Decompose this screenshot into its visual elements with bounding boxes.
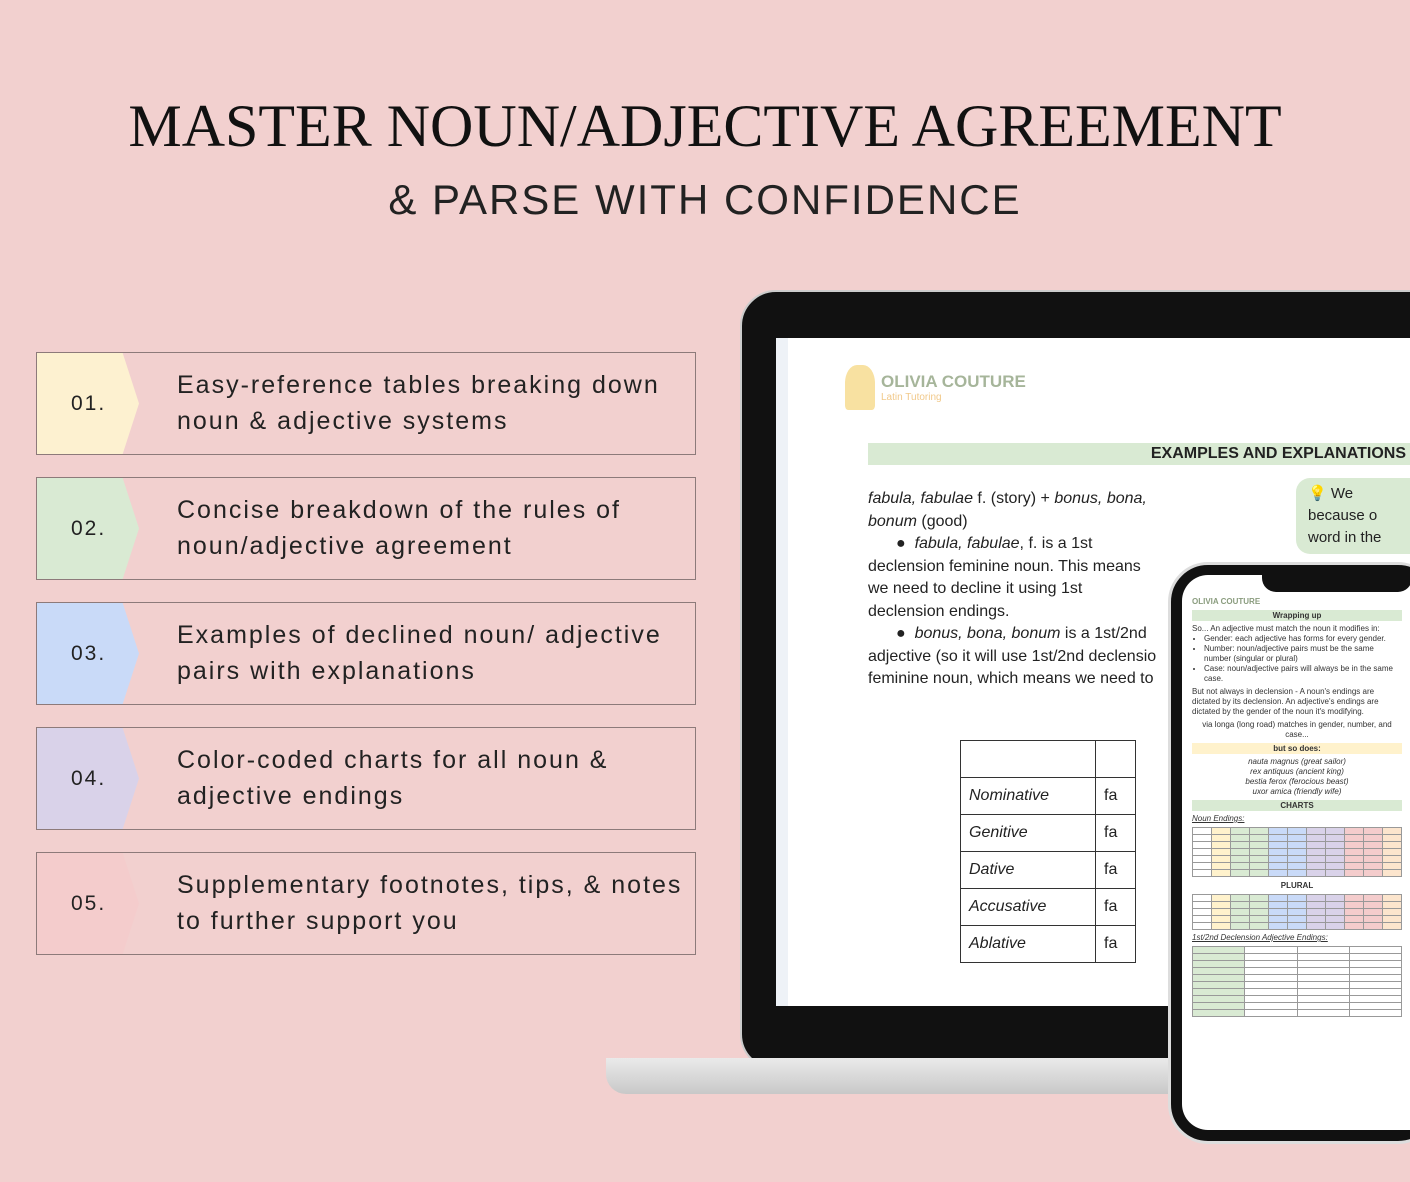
plural-table <box>1192 894 1402 930</box>
table-row <box>1191 1002 1403 1010</box>
adj-endings-table <box>1191 946 1403 1017</box>
plural-label: PLURAL <box>1280 881 1314 890</box>
case-form: fa <box>1095 777 1136 815</box>
table-row <box>1192 915 1402 923</box>
feature-card: 04. Color-coded charts for all noun & adj… <box>36 727 696 830</box>
doc-body: fabula, fabulae f. (story) + bonus, bona… <box>868 490 1157 687</box>
table-row <box>1192 834 1402 842</box>
table-row <box>1191 995 1403 1003</box>
feature-text: Supplementary footnotes, tips, & notes t… <box>177 871 683 935</box>
example-pair: uxor amica (friendly wife) <box>1252 787 1342 796</box>
logo-name: OLIVIA COUTURE <box>881 372 1026 391</box>
case-name: Accusative <box>960 888 1096 926</box>
case-form: fa <box>1095 888 1136 926</box>
phone-logo: OLIVIA COUTURE <box>1192 597 1261 606</box>
feature-text: Easy-reference tables breaking down noun… <box>177 371 660 435</box>
case-name: Genitive <box>960 814 1096 852</box>
table-row <box>1192 862 1402 870</box>
table-row <box>1192 922 1402 930</box>
section-header: EXAMPLES AND EXPLANATIONS <box>868 443 1410 465</box>
charts-header: CHARTS <box>1192 800 1402 811</box>
adj-endings-label: 1st/2nd Declension Adjective Endings: <box>1192 933 1328 942</box>
case-name: Dative <box>960 851 1096 889</box>
table-row <box>1191 988 1403 996</box>
case-form: fa <box>1095 925 1136 963</box>
table-row <box>1192 901 1402 909</box>
phone-screen: OLIVIA COUTURE Wrapping up So... An adje… <box>1182 575 1410 1130</box>
case-form: fa <box>1095 814 1136 852</box>
noun-endings-label: Noun Endings: <box>1192 814 1245 823</box>
noun-entry: fabula, fabulae <box>868 490 973 507</box>
example-pair: nauta magnus (great sailor) <box>1248 757 1346 766</box>
declension-note: But not always in declension - A noun's … <box>1192 687 1379 716</box>
rule-item: Number: noun/adjective pairs must be the… <box>1204 644 1402 664</box>
rule-item: Gender: each adjective has forms for eve… <box>1204 634 1402 644</box>
table-row <box>1192 869 1402 877</box>
rule-item: Case: noun/adjective pairs will always b… <box>1204 664 1402 684</box>
case-form: fa <box>1095 851 1136 889</box>
wrapping-up-header: Wrapping up <box>1192 610 1402 621</box>
table-row <box>1192 848 1402 856</box>
table-row <box>1192 841 1402 849</box>
table-row <box>1191 981 1403 989</box>
table-row <box>1191 1009 1403 1017</box>
page-title: MASTER NOUN/ADJECTIVE AGREEMENT <box>128 93 1282 159</box>
adj-entry: bonus, bona, bonum <box>868 490 1147 530</box>
noun-endings-table <box>1192 827 1402 877</box>
text: (good) <box>916 512 968 530</box>
bullet-2-term: bonus, bona, bonum <box>914 625 1061 642</box>
example-pair: bestia ferox (ferocious beast) <box>1245 777 1349 786</box>
case-name: Ablative <box>960 925 1096 963</box>
logo: OLIVIA COUTURE Latin Tutoring <box>845 365 1026 410</box>
table-row <box>1192 908 1402 916</box>
logo-figure-icon <box>845 365 875 410</box>
feature-card: 03. Examples of declined noun/ adjective … <box>36 602 696 705</box>
bullet-1-term: fabula, fabulae <box>914 535 1020 552</box>
logo-tagline: Latin Tutoring <box>881 392 942 403</box>
case-name: Nominative <box>960 777 1096 815</box>
bullet-1-text: , f. is a 1st declension feminine noun. … <box>868 535 1141 620</box>
table-row <box>1192 894 1402 902</box>
feature-text: Examples of declined noun/ adjective pai… <box>177 621 662 685</box>
via-example: via longa (long road) matches in gender,… <box>1202 720 1392 739</box>
table-row <box>1191 953 1403 961</box>
table-row <box>1192 827 1402 835</box>
table-row <box>1192 855 1402 863</box>
feature-card: 02. Concise breakdown of the rules of nou… <box>36 477 696 580</box>
feature-number: 05. <box>37 853 139 954</box>
page-subtitle: & PARSE WITH CONFIDENCE <box>388 176 1022 223</box>
text: f. (story) + <box>972 490 1055 507</box>
table-row <box>1191 960 1403 968</box>
feature-number: 02. <box>37 478 139 579</box>
feature-text: Concise breakdown of the rules of noun/a… <box>177 496 621 560</box>
feature-number: 03. <box>37 603 139 704</box>
feature-number: 04. <box>37 728 139 829</box>
intro: So... An adjective must match the noun i… <box>1192 624 1380 633</box>
feature-number: 01. <box>37 353 139 454</box>
table-row <box>1191 974 1403 982</box>
table-row <box>1191 967 1403 975</box>
bullet-2-text: is a 1st/2nd adjective (so it will use 1… <box>868 625 1157 687</box>
feature-card: 01. Easy-reference tables breaking down n… <box>36 352 696 455</box>
but-so-does: but so does: <box>1192 743 1402 754</box>
tip-bubble: 💡 We because o word in the <box>1296 478 1410 554</box>
feature-text: Color-coded charts for all noun & adject… <box>177 746 609 810</box>
table-row <box>1191 946 1403 954</box>
feature-card: 05. Supplementary footnotes, tips, & note… <box>36 852 696 955</box>
phone-notch <box>1262 568 1410 592</box>
example-pair: rex antiquus (ancient king) <box>1250 767 1344 776</box>
